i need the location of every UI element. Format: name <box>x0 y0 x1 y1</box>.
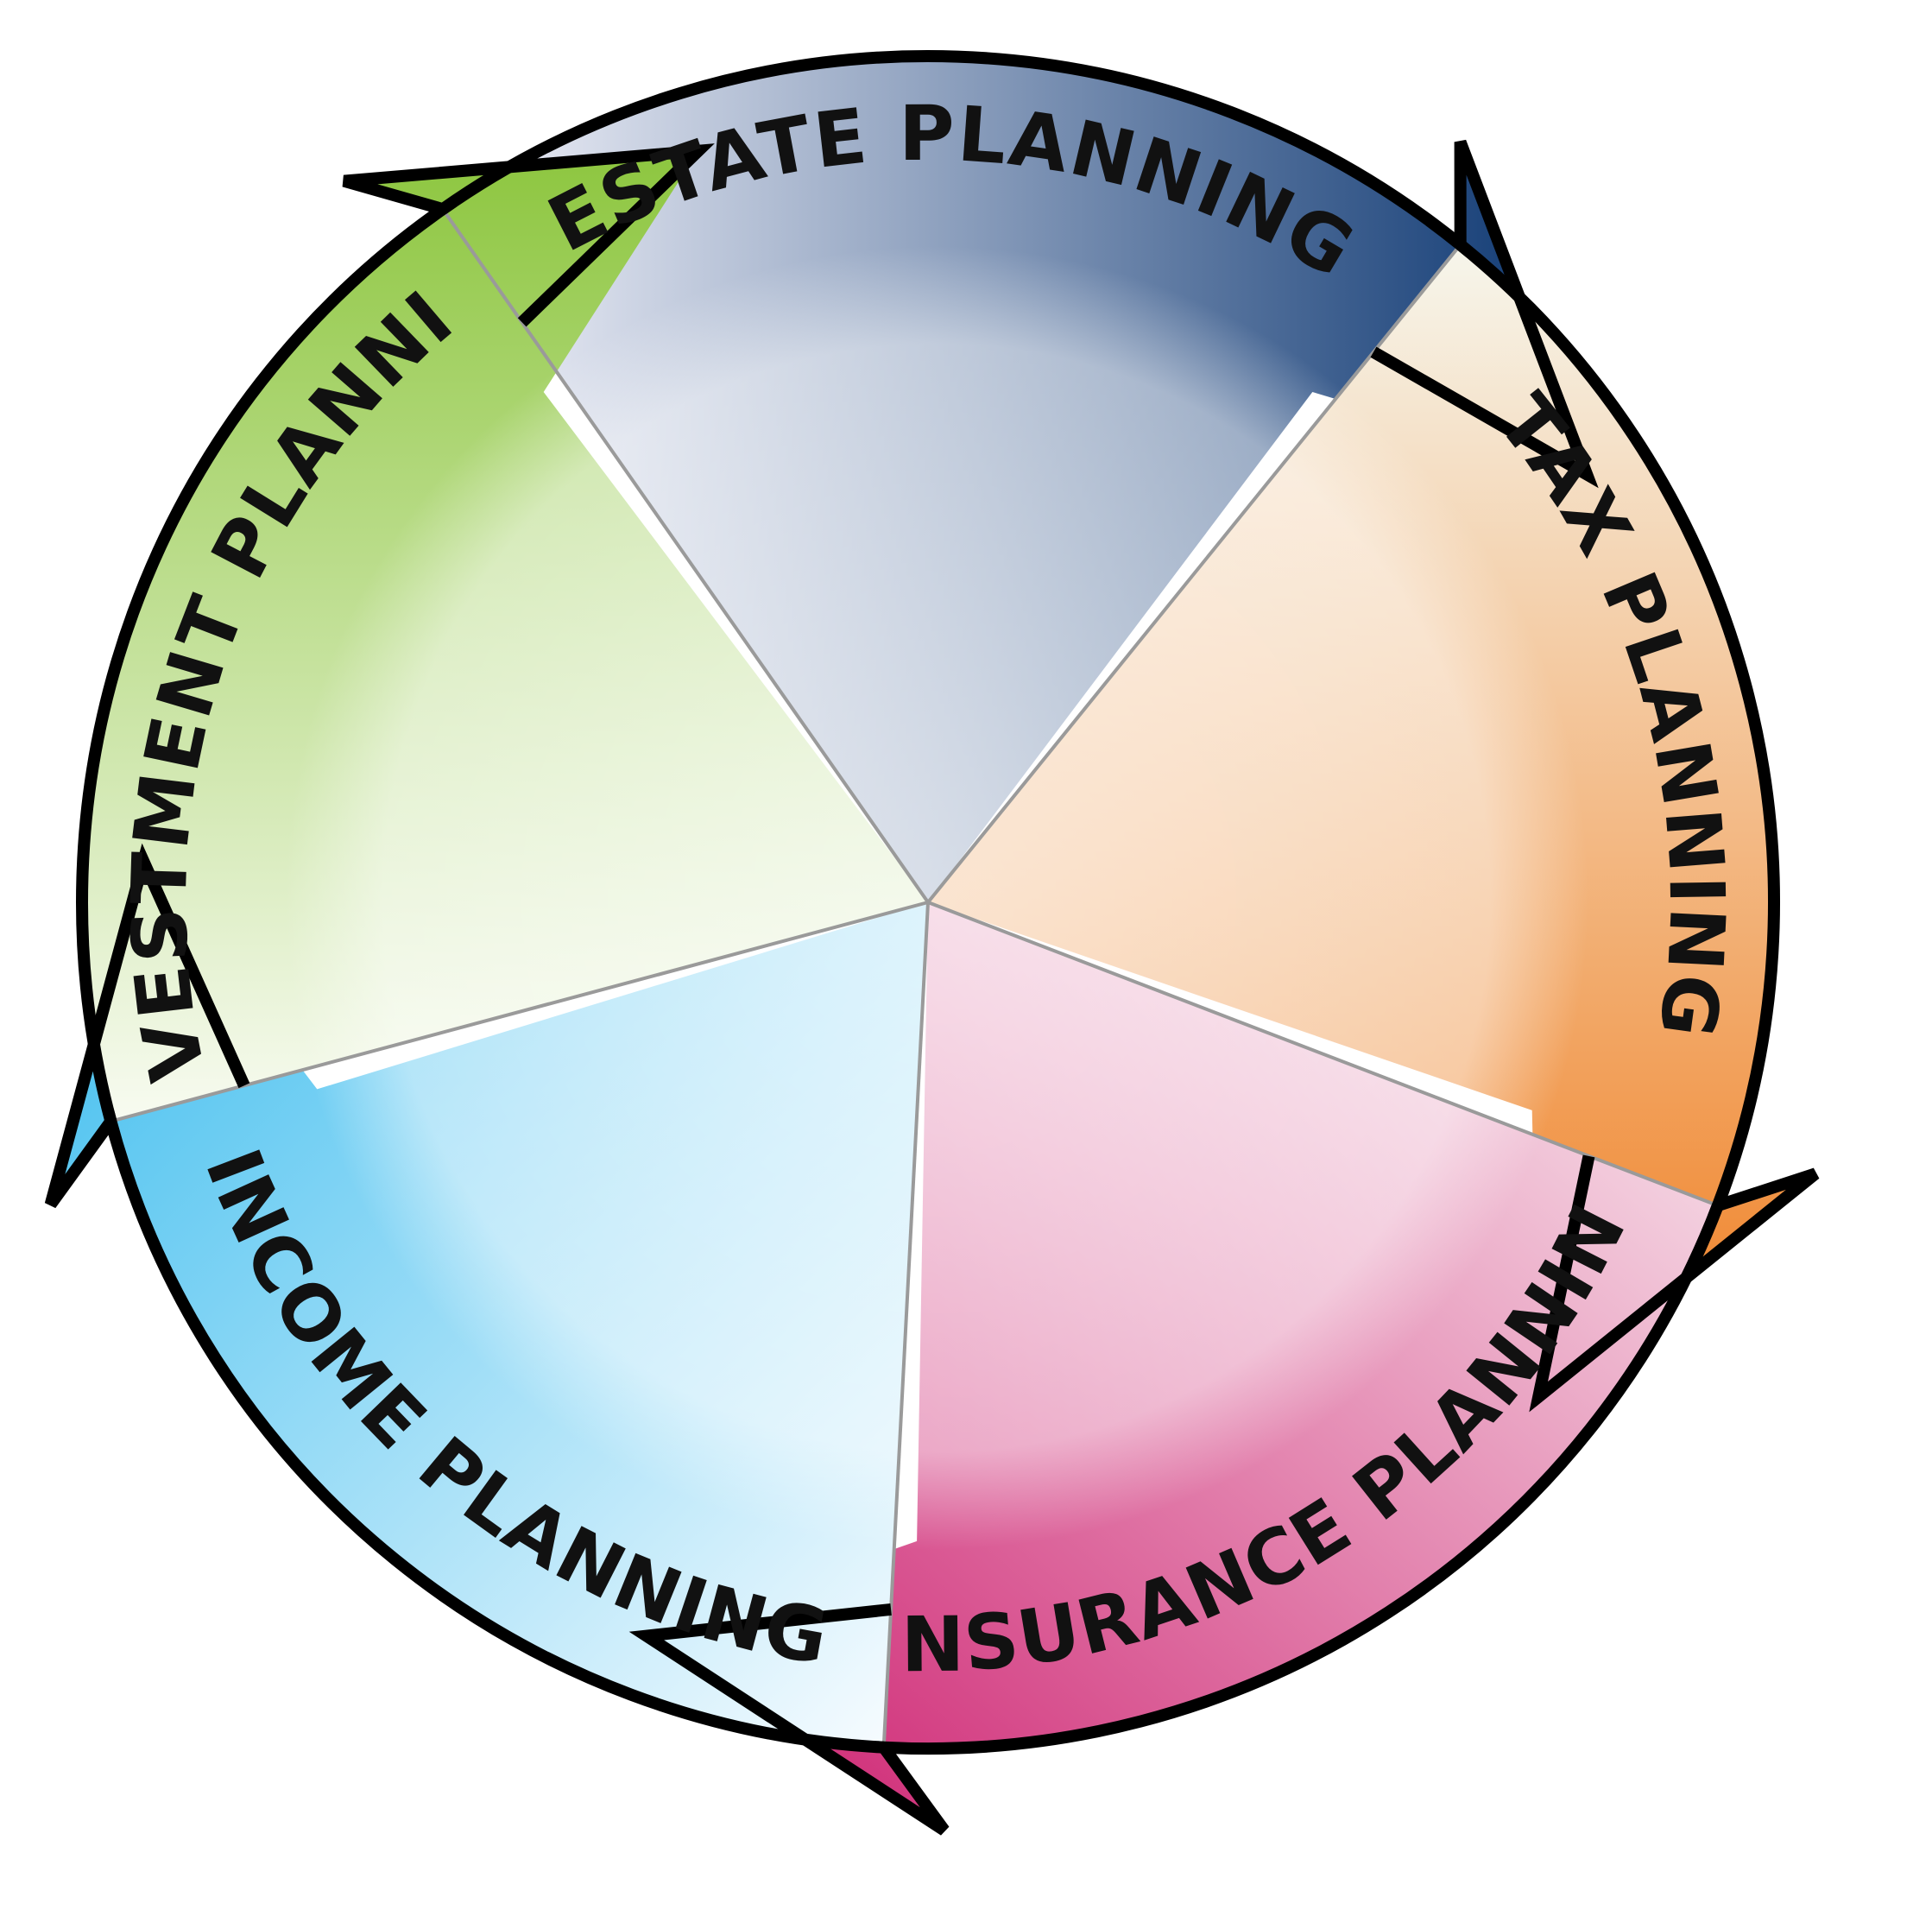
arrow-outlines <box>44 50 1820 1836</box>
insurance-arrow-outline <box>628 1203 1724 1836</box>
segment-dividers <box>110 208 1719 1748</box>
income-arrow-outline <box>44 843 885 1754</box>
investment-arrow-outline <box>76 143 715 1123</box>
estate-arrow-outline <box>439 50 1599 489</box>
center-disc <box>285 246 1588 1550</box>
tax-arrow-outline <box>1456 239 1820 1413</box>
investment-divider-line <box>110 901 929 1123</box>
income-divider-line <box>881 901 930 1748</box>
tax-divider-line <box>926 243 1462 904</box>
estate-divider-line <box>441 208 930 904</box>
insurance-divider-line <box>927 901 1719 1208</box>
